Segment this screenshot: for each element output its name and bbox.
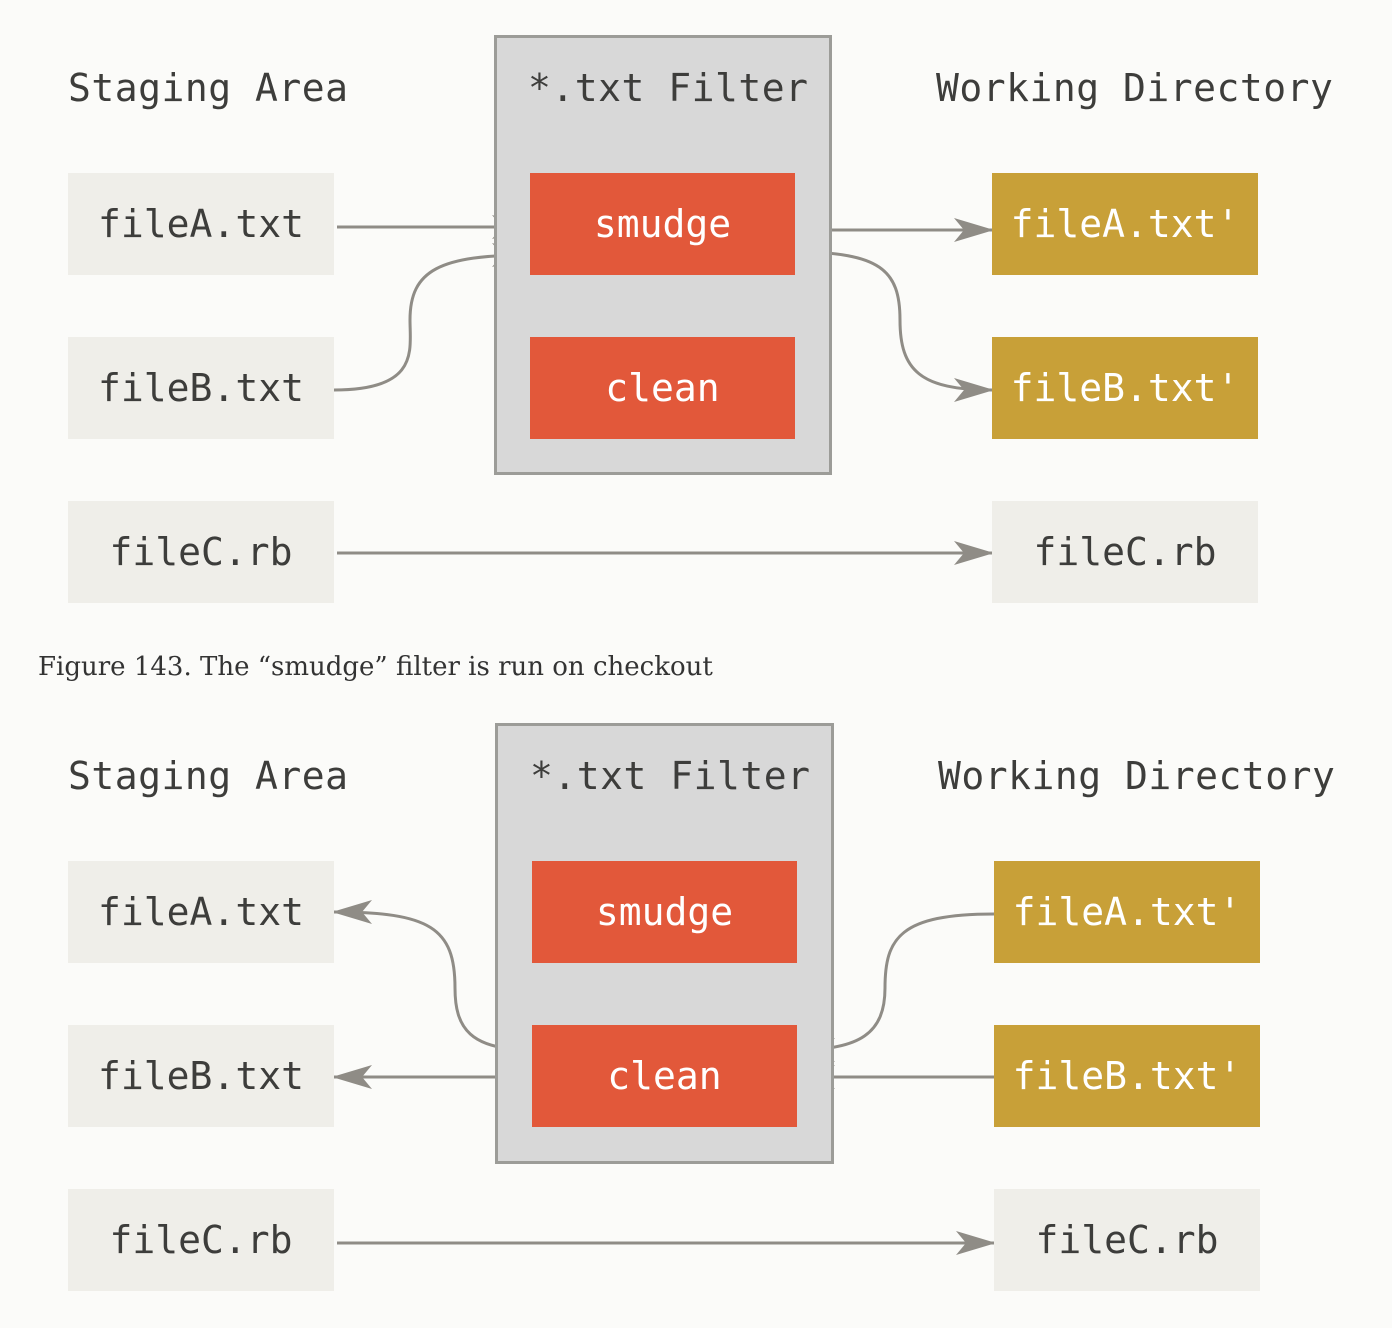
- staging-fileA: fileA.txt: [68, 861, 334, 963]
- staging-area-heading: Staging Area: [68, 66, 349, 110]
- filter-heading: *.txt Filter: [528, 66, 809, 110]
- staging-fileB: fileB.txt: [68, 1025, 334, 1127]
- filter-heading: *.txt Filter: [530, 754, 811, 798]
- smudge-filter: smudge: [532, 861, 797, 963]
- staging-area-heading: Staging Area: [68, 754, 349, 798]
- figure-caption: Figure 143. The “smudge” filter is run o…: [38, 652, 713, 682]
- working-directory-heading: Working Directory: [938, 754, 1336, 798]
- clean-filter: clean: [530, 337, 795, 439]
- working-fileB: fileB.txt': [992, 337, 1258, 439]
- working-fileB: fileB.txt': [994, 1025, 1260, 1127]
- staging-fileC: fileC.rb: [68, 501, 334, 603]
- arrow-clean-to-fileA: [332, 900, 533, 1052]
- working-directory-heading: Working Directory: [936, 66, 1334, 110]
- staging-fileC: fileC.rb: [68, 1189, 334, 1291]
- arrow-smudge-to-fileB: [794, 250, 994, 402]
- staging-fileB: fileB.txt: [68, 337, 334, 439]
- smudge-filter: smudge: [530, 173, 795, 275]
- working-fileC: fileC.rb: [992, 501, 1258, 603]
- clean-filter: clean: [532, 1025, 797, 1127]
- working-fileC: fileC.rb: [994, 1189, 1260, 1291]
- arrow-fileA-to-clean: [795, 912, 995, 1062]
- staging-fileA: fileA.txt: [68, 173, 334, 275]
- working-fileA: fileA.txt': [994, 861, 1260, 963]
- figure-smudge: Staging Area *.txt Filter Working Direct…: [0, 0, 1392, 640]
- figure-clean: Staging Area *.txt Filter Working Direct…: [0, 688, 1392, 1328]
- arrow-fileB-to-smudge: [333, 243, 532, 392]
- working-fileA: fileA.txt': [992, 173, 1258, 275]
